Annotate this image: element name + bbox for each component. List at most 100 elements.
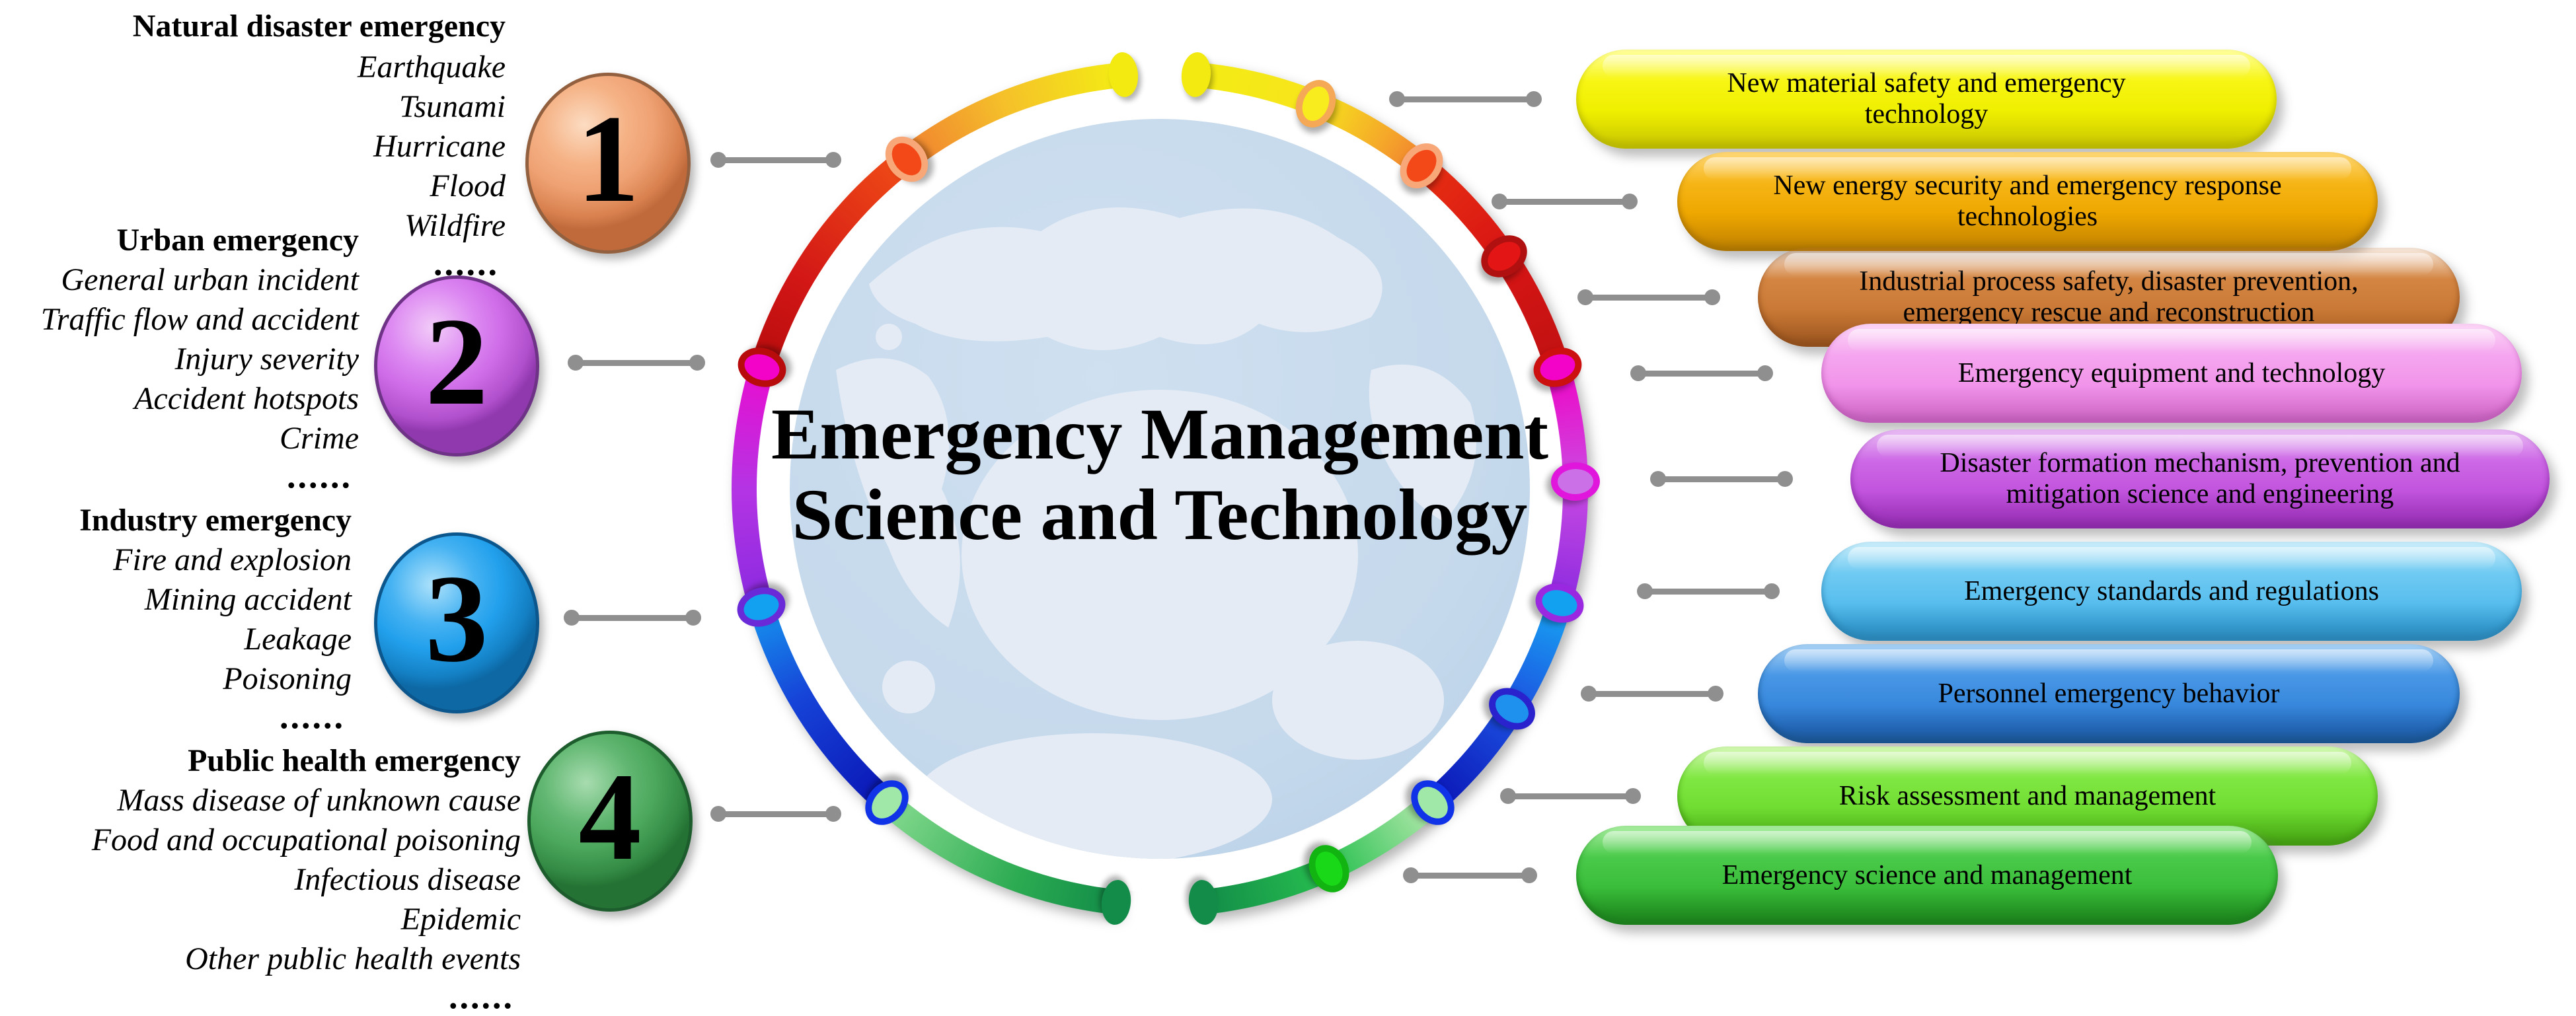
category-ellipsis: ......: [434, 243, 499, 283]
connector-end-dot: [1704, 289, 1720, 305]
research-area-label: New energy security and emergency respon…: [1773, 170, 2282, 232]
category-4-badge: 4: [527, 731, 693, 912]
category-item: Earthquake: [358, 50, 506, 85]
category-4-title: Public health emergency: [188, 743, 521, 778]
category-item: Epidemic: [400, 902, 521, 937]
research-area-label: Industrial process safety, disaster prev…: [1859, 266, 2359, 328]
research-area-label: New material safety and emergency techno…: [1727, 68, 2126, 129]
category-item: Poisoning: [223, 661, 352, 696]
category-ellipsis: ......: [449, 976, 514, 1016]
connector-end-dot: [689, 355, 705, 371]
category-2-title: Urban emergency: [116, 223, 359, 258]
research-area-label: Emergency science and management: [1722, 859, 2133, 890]
connector-end-dot: [1492, 194, 1507, 209]
connector-line: [1403, 867, 1537, 884]
connector-end-dot: [1389, 91, 1405, 107]
connector-end-dot: [825, 152, 841, 168]
connector-end-dot: [1637, 583, 1653, 599]
research-area-pill-4: Emergency equipment and technology: [1821, 324, 2522, 423]
category-1-items: Earthquake Tsunami Hurricane Flood Wildf…: [358, 48, 506, 283]
main-title-line-1: Emergency Management: [771, 394, 1549, 474]
category-item: Flood: [430, 168, 506, 203]
connector-end-dot: [1630, 365, 1646, 381]
connector-bar: [717, 811, 835, 817]
connector-line: [1650, 470, 1793, 488]
category-item: Mass disease of unknown cause: [117, 783, 521, 818]
category-item: Accident hotspots: [134, 381, 359, 416]
connector-bar: [574, 360, 699, 366]
category-item: Traffic flow and accident: [40, 302, 359, 337]
main-title: Emergency Management Science and Technol…: [770, 394, 1550, 555]
ring-node: [1550, 462, 1601, 501]
category-1-number: 1: [576, 90, 640, 229]
connector-bar: [717, 157, 835, 163]
connector-end-dot: [1625, 788, 1641, 804]
main-title-line-2: Science and Technology: [792, 474, 1528, 555]
connector-bar: [1507, 793, 1634, 799]
category-item: Other public health events: [185, 941, 521, 976]
category-item: Food and occupational poisoning: [91, 822, 521, 857]
category-2-items: General urban incident Traffic flow and …: [41, 260, 359, 493]
connector-bar: [1587, 691, 1717, 697]
research-area-pill-7: Personnel emergency behavior: [1758, 644, 2460, 743]
connector-bar: [570, 615, 695, 621]
connector-bar: [1644, 589, 1773, 595]
category-item: Mining accident: [144, 582, 352, 617]
connector-end-dot: [1650, 471, 1666, 487]
category-1-title: Natural disaster emergency: [132, 9, 506, 44]
connector-end-dot: [1777, 471, 1793, 487]
category-item: Wildfire: [404, 208, 506, 243]
category-item: General urban incident: [61, 262, 359, 297]
connector-end-dot: [1403, 867, 1419, 883]
category-2-number: 2: [425, 293, 488, 431]
category-4-items: Mass disease of unknown cause Food and o…: [91, 781, 521, 1016]
connector-end-dot: [1708, 686, 1724, 702]
connector-bar: [1396, 96, 1535, 102]
connector-end-dot: [1757, 365, 1773, 381]
diagram-canvas: Natural disaster emergency Earthquake Ts…: [40, 9, 2550, 1014]
category-3-badge: 3: [374, 532, 539, 713]
globe-icon: [790, 119, 1530, 859]
connector-end-dot: [710, 806, 726, 822]
research-area-label: Emergency equipment and technology: [1957, 357, 2386, 388]
research-area-pill-5: Disaster formation mechanism, prevention…: [1850, 429, 2550, 528]
research-area-pill-6: Emergency standards and regulations: [1821, 542, 2522, 641]
connector-line: [1492, 193, 1638, 210]
category-4-number: 4: [578, 748, 642, 887]
research-area-label: Personnel emergency behavior: [1938, 678, 2280, 709]
connector-end-dot: [1526, 91, 1542, 107]
connector-end-dot: [1577, 289, 1593, 305]
connector-end-dot: [568, 355, 584, 371]
connector-line: [1389, 91, 1542, 108]
research-area-label: Emergency standards and regulations: [1964, 575, 2379, 606]
connector-bar: [1584, 295, 1714, 301]
category-item: Injury severity: [174, 342, 359, 377]
category-item: Tsunami: [399, 89, 506, 124]
connector-end-dot: [1581, 686, 1597, 702]
connector-line: [1637, 583, 1780, 600]
connector-bar: [1637, 371, 1766, 377]
research-area-label: Risk assessment and management: [1838, 780, 2216, 811]
research-area-pill-2: New energy security and emergency respon…: [1677, 152, 2378, 251]
category-1-badge: 1: [525, 73, 691, 254]
category-ellipsis: ......: [287, 456, 352, 495]
connector-line: [568, 354, 705, 371]
category-3-number: 3: [425, 550, 488, 688]
research-area-pill-9: Emergency science and management: [1576, 826, 2278, 925]
connector-end-dot: [825, 806, 841, 822]
connector-line: [1581, 685, 1724, 702]
category-3-items: Fire and explosion Mining accident Leaka…: [113, 540, 352, 734]
connector-end-dot: [710, 152, 726, 168]
connector-end-dot: [1622, 194, 1638, 209]
category-item: Crime: [280, 421, 359, 456]
connector-end-dot: [1500, 788, 1516, 804]
category-item: Infectious disease: [294, 862, 521, 897]
category-item: Hurricane: [373, 129, 506, 164]
category-item: Fire and explosion: [113, 542, 352, 577]
connector-bar: [1410, 873, 1531, 879]
connector-bar: [1657, 476, 1786, 482]
connector-end-dot: [1521, 867, 1537, 883]
connector-line: [1500, 787, 1641, 805]
connector-line: [710, 805, 841, 822]
category-3-title: Industry emergency: [79, 503, 352, 538]
